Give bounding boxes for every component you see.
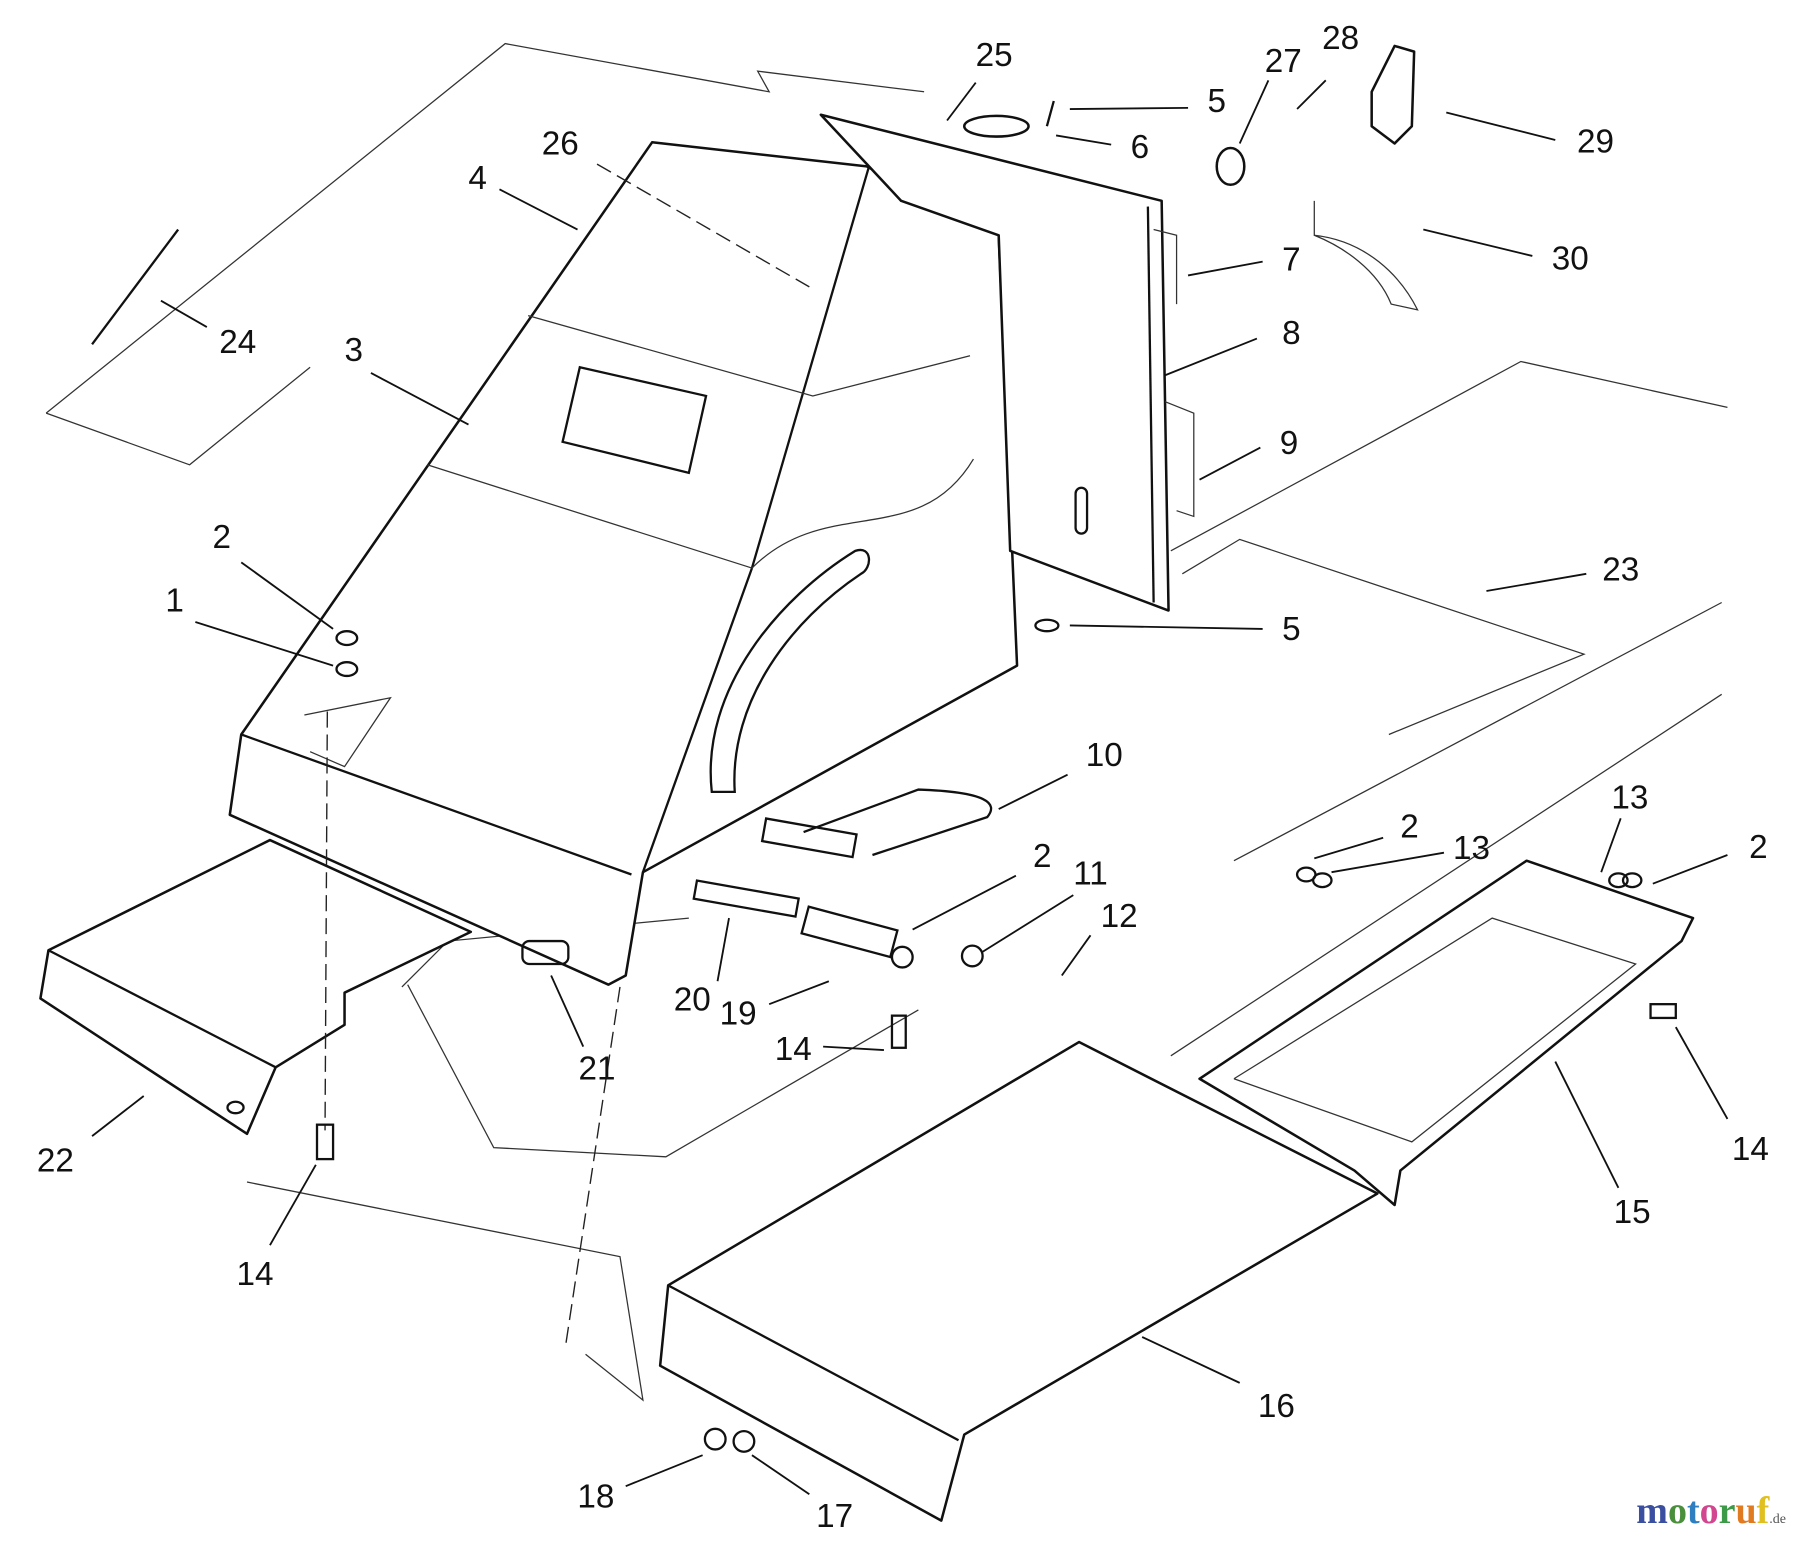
watermark-suffix: .de (1769, 1512, 1786, 1527)
callout-17: 17 (816, 1498, 853, 1535)
watermark-letter: m (1636, 1490, 1668, 1532)
callout-13: 13 (1611, 780, 1648, 817)
callout-12: 12 (1101, 898, 1138, 935)
part-24-cable (91, 228, 180, 345)
callout-14: 14 (775, 1031, 812, 1068)
window (561, 365, 708, 475)
callout-labels: 25 5 6 27 28 29 30 7 8 9 26 4 3 24 2 1 2… (37, 20, 1769, 1535)
reference-frames (45, 42, 1728, 1402)
watermark-letter: t (1686, 1490, 1700, 1532)
part-22-tray (39, 838, 473, 1136)
callout-23: 23 (1602, 551, 1639, 588)
callout-14: 14 (1732, 1131, 1769, 1168)
callout-7: 7 (1282, 241, 1301, 278)
callout-20: 20 (674, 982, 711, 1019)
part-15-plate (1198, 859, 1695, 1207)
callout-2: 2 (1400, 808, 1419, 845)
callout-24: 24 (219, 324, 256, 361)
watermark-text: motoruf (1636, 1490, 1769, 1532)
watermark-letter: o (1667, 1490, 1687, 1532)
callout-25: 25 (976, 37, 1013, 74)
part-6-plate (963, 114, 1030, 138)
callout-2: 2 (212, 519, 231, 556)
callout-15: 15 (1614, 1194, 1651, 1231)
watermark-letter: u (1735, 1490, 1757, 1532)
callout-21: 21 (579, 1051, 616, 1088)
callout-30: 30 (1552, 240, 1589, 277)
slot (709, 548, 871, 794)
callout-16: 16 (1258, 1388, 1295, 1425)
callout-29: 29 (1577, 123, 1614, 160)
callout-28: 28 (1322, 20, 1359, 57)
callout-3: 3 (344, 332, 363, 369)
part-8-panel (819, 113, 1170, 612)
callout-5: 5 (1207, 83, 1226, 120)
callout-1: 1 (165, 582, 184, 619)
callout-2: 2 (1033, 838, 1052, 875)
callout-18: 18 (577, 1479, 614, 1516)
callout-22: 22 (37, 1142, 74, 1179)
callout-5: 5 (1282, 611, 1301, 648)
callout-2: 2 (1749, 829, 1768, 866)
watermark-letter: r (1718, 1490, 1736, 1532)
callout-14: 14 (237, 1256, 274, 1293)
part-30-decal (1313, 200, 1419, 311)
part-27-washer (1215, 146, 1246, 187)
hole (226, 1100, 245, 1115)
watermark-letter: o (1699, 1490, 1719, 1532)
watermark-letter: f (1756, 1490, 1770, 1532)
leader-lines (91, 79, 1729, 1495)
callout-19: 19 (720, 995, 757, 1032)
callout-10: 10 (1086, 737, 1123, 774)
watermark-logo: motoruf.de (1636, 1489, 1786, 1533)
callout-6: 6 (1131, 129, 1150, 166)
callout-4: 4 (468, 160, 487, 197)
hardware (304, 618, 1677, 1453)
callout-26: 26 (542, 126, 579, 163)
callout-27: 27 (1265, 43, 1302, 80)
callout-8: 8 (1282, 315, 1301, 352)
part-29-switch (1370, 44, 1416, 145)
callout-13: 13 (1453, 830, 1490, 867)
callout-9: 9 (1280, 425, 1299, 462)
part-3-4-shroud (228, 141, 1019, 986)
callout-11: 11 (1073, 855, 1108, 892)
